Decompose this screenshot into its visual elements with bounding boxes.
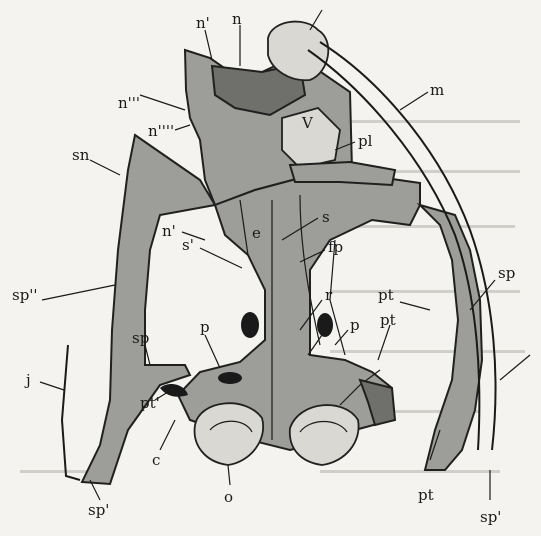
label-pt-prime: pt' — [140, 394, 160, 412]
label-pt-center: pt — [380, 311, 396, 329]
label-sn: sn — [72, 146, 90, 164]
label-pt-right-upper: pt — [378, 286, 394, 304]
label-sp-double-prime: sp'' — [12, 286, 38, 304]
palatine-bar — [290, 162, 395, 185]
label-n: n — [232, 10, 242, 28]
label-r-prime: r' — [322, 318, 333, 336]
label-e: e — [252, 224, 261, 242]
center-foramen — [218, 372, 242, 384]
label-sp-prime-right: sp' — [480, 508, 501, 526]
label-fp: fp — [328, 238, 343, 256]
label-j: j — [24, 371, 31, 389]
label-V: V — [301, 114, 314, 132]
label-n-quad: n'''' — [148, 122, 174, 140]
right-pterygoid-bar — [420, 205, 482, 470]
label-n-prime: n' — [162, 222, 176, 240]
label-p-left: p — [200, 318, 210, 336]
label-p-right: p — [350, 316, 360, 334]
jugal-line — [62, 345, 80, 480]
label-s-prime: s' — [182, 236, 194, 254]
label-n-prime-top: n' — [196, 14, 210, 32]
label-sp-left: sp — [132, 329, 149, 347]
label-sp-prime-left: sp' — [88, 501, 109, 519]
label-n-triple: n''' — [118, 94, 140, 112]
occipital-left — [195, 403, 264, 465]
occipital-right — [290, 405, 359, 465]
label-pt-lower: pt — [418, 486, 434, 504]
label-s: s — [322, 208, 330, 226]
left-foramen — [241, 312, 259, 338]
label-o: o — [224, 488, 233, 506]
label-r: r — [325, 286, 333, 304]
label-sp-right: sp — [498, 264, 515, 282]
label-pl: pl — [358, 132, 373, 150]
label-c: c — [152, 451, 160, 469]
label-m: m — [430, 81, 444, 99]
